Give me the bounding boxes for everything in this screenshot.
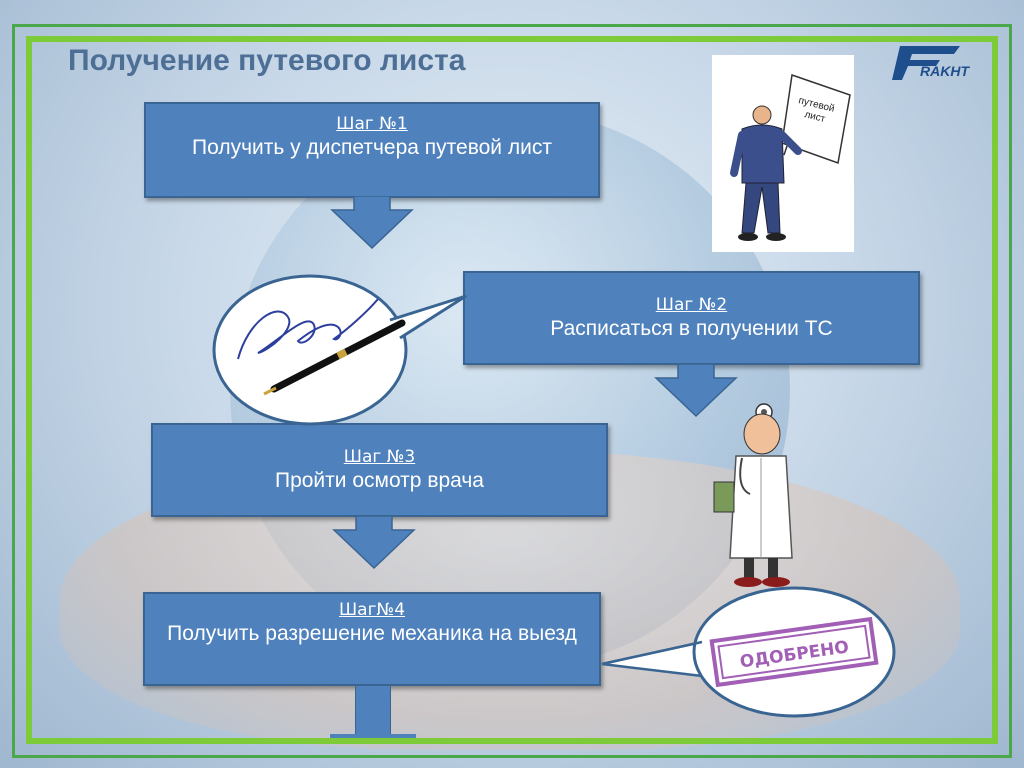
step-1-text: Получить у диспетчера путевой лист (192, 136, 552, 159)
step-3-text: Пройти осмотр врача (274, 469, 484, 492)
outer-frame (12, 24, 1012, 758)
worker-figure-icon: путевой лист (730, 73, 851, 241)
svg-text:лист: лист (803, 109, 826, 125)
step-3-box: Шаг №3 Пройти осмотр врача (151, 423, 608, 517)
worker-illustration: путевой лист (712, 55, 854, 252)
page-title: Получение путевого листа (68, 44, 466, 77)
signature-pen-icon (237, 298, 406, 396)
arrow-step1-to-step2 (330, 196, 414, 250)
signature-callout (212, 274, 467, 426)
step-4-continuation-base (330, 734, 416, 738)
step-1-title: Шаг №1 (336, 114, 408, 134)
step-2-box: Шаг №2 Расписаться в получении ТС (463, 271, 920, 365)
step-2-title: Шаг №2 (655, 295, 728, 315)
step-4-text: Получить разрешение механика на выезд (167, 622, 577, 645)
step-4-box: Шаг№4 Получить разрешение механика на вы… (143, 592, 601, 686)
step-1-box: Шаг №1 Получить у диспетчера путевой лис… (144, 102, 600, 198)
arrow-step2-to-step3 (654, 364, 738, 418)
arrow-step3-to-step4 (332, 516, 416, 570)
doctor-figure-icon (713, 403, 793, 587)
logo-text: RAKHT (920, 63, 970, 79)
step-4-title: Шаг№4 (338, 600, 406, 620)
step-2-text: Расписаться в получении ТС (550, 317, 833, 340)
signature-pen-illustration (218, 281, 414, 399)
inner-frame (26, 36, 998, 744)
company-logo: RAKHT (892, 46, 970, 80)
step-3-title: Шаг №3 (343, 447, 416, 467)
doctor-illustration (706, 398, 806, 592)
approval-stamp-callout: ОДОБРЕНО (601, 586, 896, 718)
step-4-continuation-bar (355, 686, 391, 736)
